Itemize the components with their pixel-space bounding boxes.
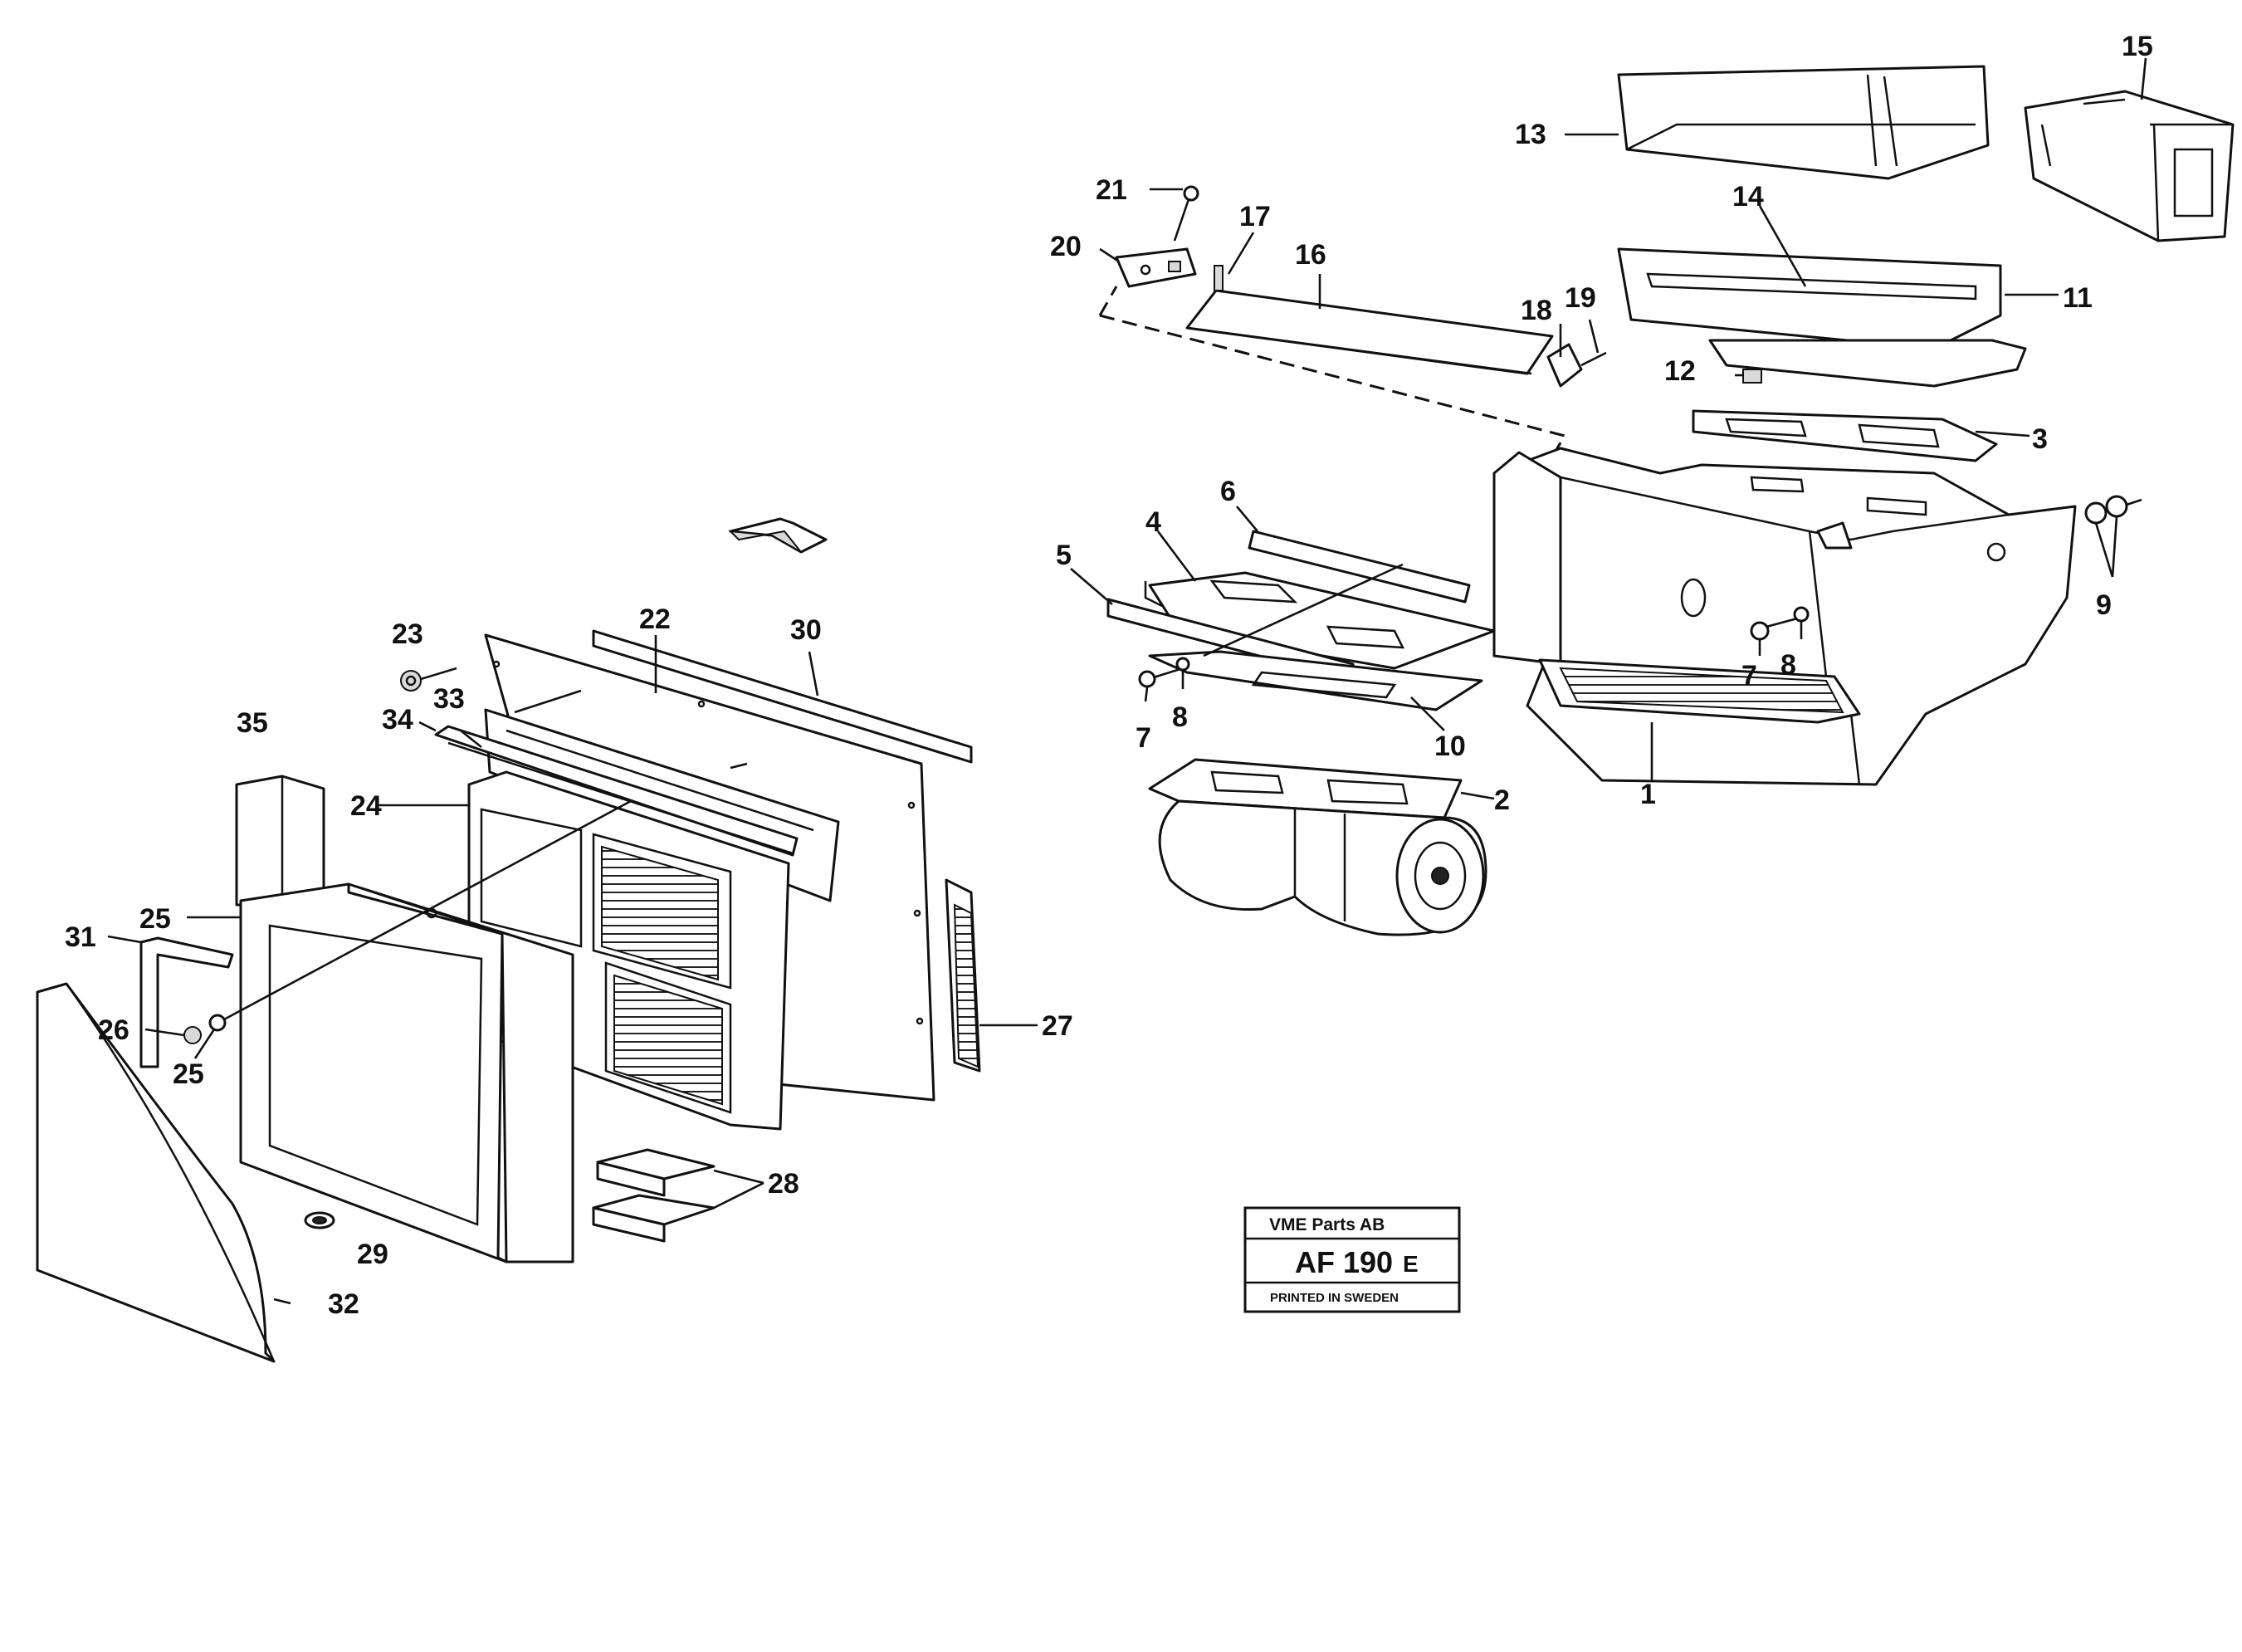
callout-26: 26 xyxy=(98,1014,129,1046)
callout-11: 11 xyxy=(2063,282,2093,314)
callout-16: 16 xyxy=(1295,239,1326,271)
callout-17: 17 xyxy=(1239,201,1271,232)
callout-28: 28 xyxy=(768,1168,799,1200)
callout-9: 9 xyxy=(2096,589,2112,621)
assembly-line-left xyxy=(223,799,632,1021)
callout-12: 12 xyxy=(1664,355,1696,387)
callout-31: 31 xyxy=(65,921,96,953)
callout-10: 10 xyxy=(1434,731,1466,762)
part-block xyxy=(235,775,325,907)
part-pin xyxy=(1214,265,1224,291)
part-outer-frame xyxy=(239,882,574,1263)
part-gasket xyxy=(1692,409,1998,462)
callout-13: 13 xyxy=(1515,119,1546,150)
part-side-panel xyxy=(36,982,276,1363)
part-screw-7a xyxy=(1138,667,1184,688)
title-block-printed: PRINTED IN SWEDEN xyxy=(1270,1291,1399,1305)
part-clip xyxy=(1742,369,1762,384)
title-block-company: VME Parts AB xyxy=(1269,1215,1385,1234)
part-profile xyxy=(139,936,234,1068)
callout-14: 14 xyxy=(1732,181,1764,213)
part-pads xyxy=(592,1148,716,1243)
part-seal-27 xyxy=(945,878,981,1073)
part-main-housing xyxy=(1492,447,2077,786)
callout-1: 1 xyxy=(1640,779,1656,810)
callout-27: 27 xyxy=(1042,1010,1073,1042)
callout-25a: 25 xyxy=(139,903,171,935)
callout-6: 6 xyxy=(1220,476,1236,507)
title-block-code-suffix: E xyxy=(1403,1251,1419,1277)
direction-arrow xyxy=(728,517,828,554)
callout-numbers: 1 2 3 4 5 6 7 8 7 8 9 10 11 12 13 14 15 … xyxy=(65,31,2153,1320)
callout-29: 29 xyxy=(357,1239,388,1270)
part-tray xyxy=(1617,247,2027,388)
assembly-line-right xyxy=(1203,563,1404,657)
callout-15: 15 xyxy=(2122,31,2153,62)
part-nut-23 xyxy=(400,667,457,692)
callout-22: 22 xyxy=(639,604,671,635)
title-block-code: AF 190 xyxy=(1295,1245,1393,1279)
callout-33: 33 xyxy=(433,683,465,715)
callout-5: 5 xyxy=(1056,540,1072,571)
part-screw-7b xyxy=(1750,617,1798,641)
callout-35: 35 xyxy=(237,707,268,739)
callout-24: 24 xyxy=(350,790,382,822)
part-washer-8a xyxy=(1175,657,1190,672)
part-bracket-right xyxy=(1546,343,1607,388)
part-screw-top xyxy=(1173,185,1199,242)
part-heater-element xyxy=(1185,289,1554,375)
leader-lines xyxy=(107,57,2147,1305)
callout-32: 32 xyxy=(328,1288,359,1320)
callout-20: 20 xyxy=(1050,231,1082,262)
callout-3: 3 xyxy=(2032,423,2048,455)
title-block: VME Parts AB AF 190 E PRINTED IN SWEDEN xyxy=(1243,1206,1461,1313)
callout-2: 2 xyxy=(1494,784,1510,816)
part-duct-cover xyxy=(1617,65,1990,180)
callout-8a: 8 xyxy=(1172,701,1188,733)
callout-18: 18 xyxy=(1521,295,1552,326)
callout-4: 4 xyxy=(1145,506,1161,538)
callout-25b: 25 xyxy=(173,1058,204,1090)
bolt-line xyxy=(730,762,748,770)
part-grommet xyxy=(304,1211,335,1229)
callout-7a: 7 xyxy=(1136,722,1151,754)
part-channel-strip xyxy=(434,725,799,857)
part-washer-25 xyxy=(208,1014,227,1032)
callout-21: 21 xyxy=(1096,174,1127,206)
part-strip-30 xyxy=(592,629,973,764)
callout-8b: 8 xyxy=(1780,649,1796,681)
part-outlet-nozzle xyxy=(2024,90,2235,242)
callout-34: 34 xyxy=(382,704,413,736)
part-bracket-left xyxy=(1115,247,1197,288)
part-nut-26 xyxy=(183,1026,202,1044)
part-blower xyxy=(1148,758,1487,936)
callout-19: 19 xyxy=(1565,282,1596,314)
part-washer-8b xyxy=(1793,606,1810,623)
callout-7b: 7 xyxy=(1741,660,1757,692)
part-nuts-9 xyxy=(2084,495,2142,525)
callout-30: 30 xyxy=(790,614,822,646)
callout-23: 23 xyxy=(392,618,423,650)
